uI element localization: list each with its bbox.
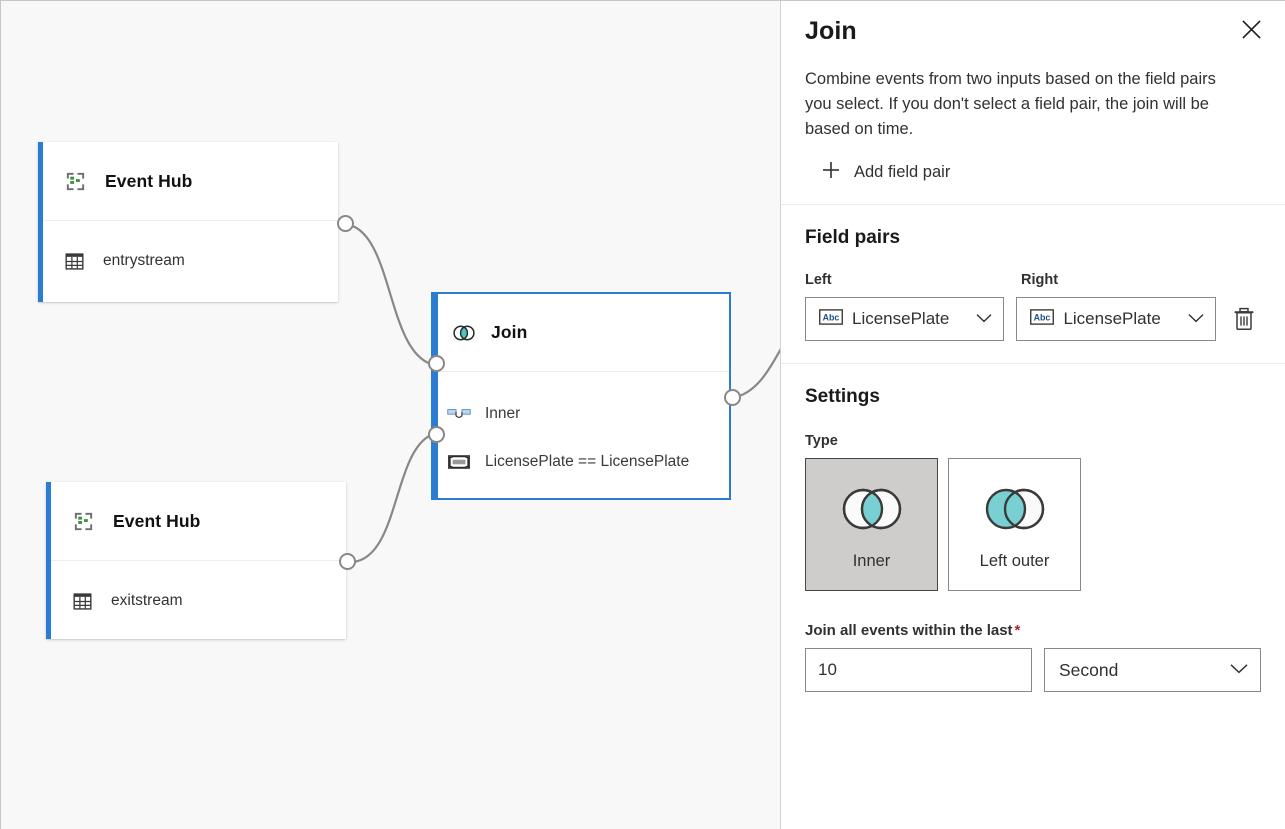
node-stream-row: entrystream [38,221,338,301]
settings-section: Settings Type Inner [781,364,1285,702]
node-field-pair-label: LicensePlate == LicensePlate [485,453,690,470]
node-divider [43,220,338,221]
panel-title: Join [805,17,857,45]
panel-header: Join Combine events from two inputs base… [781,1,1285,187]
field-pairs-heading: Field pairs [805,227,901,248]
trash-icon[interactable] [1228,302,1261,336]
svg-text:Abc: Abc [823,312,840,322]
node-accent-bar [38,142,43,302]
plus-icon [821,160,841,184]
abc-string-icon: Abc [819,308,843,330]
join-type-options: Inner Left outer [805,458,1261,591]
field-pairs-section: Field pairs Left Right Abc LicensePlate [781,205,1285,363]
venn-left-outer-icon [979,485,1051,538]
join-type-left-outer-label: Left outer [979,551,1050,570]
right-field-dropdown[interactable]: Abc LicensePlate [1016,297,1216,341]
input-handle-join-left-top[interactable] [428,355,445,372]
node-stream-label: entrystream [103,252,185,269]
join-type-left-outer-option[interactable]: Left outer [948,458,1081,591]
left-field-dropdown[interactable]: Abc LicensePlate [805,297,1005,341]
output-handle-exitstream[interactable] [339,553,356,570]
left-column-label: Left [805,272,832,288]
abc-string-icon: Abc [1030,308,1055,330]
field-pair-column-labels: Left Right [805,272,1261,288]
node-divider [51,560,346,561]
join-type-inner-label: Inner [852,551,891,570]
output-handle-entrystream[interactable] [337,215,354,232]
chevron-down-icon [1230,661,1248,679]
required-marker: * [1014,622,1021,639]
close-icon[interactable] [1233,11,1269,47]
chevron-down-icon [1188,310,1204,328]
join-window-unit-dropdown[interactable]: Second [1044,648,1261,692]
join-type-icon [447,407,471,421]
table-icon [64,251,85,272]
svg-text:Abc: Abc [1034,312,1051,322]
join-properties-panel: Join Combine events from two inputs base… [781,1,1285,829]
node-accent-bar [433,294,438,498]
panel-divider [781,363,1285,364]
field-pair-row: Abc LicensePlate Abc [805,297,1261,341]
panel-description: Combine events from two inputs based on … [805,70,1216,138]
right-column-label: Right [1021,272,1059,288]
node-header: Join [433,294,729,371]
right-field-value: LicensePlate [1063,309,1161,328]
node-event-hub-entrystream[interactable]: Event Hub entrystream [38,142,338,302]
settings-heading: Settings [805,386,880,407]
event-hub-icon [72,510,95,533]
node-stream-row: exitstream [46,561,346,641]
node-join-type-label: Inner [485,405,521,422]
node-title: Event Hub [113,510,201,531]
event-hub-icon [64,170,87,193]
node-stream-label: exitstream [111,592,183,609]
join-venn-icon [451,323,477,343]
join-window-row: Second [805,648,1261,692]
join-window-value-input[interactable] [805,648,1032,692]
node-header: Event Hub [46,482,346,560]
node-divider [438,371,729,372]
chevron-down-icon [976,310,992,328]
field-pair-icon [447,454,471,470]
node-join[interactable]: Join Inner [431,292,731,500]
join-type-inner-option[interactable]: Inner [805,458,938,591]
node-header: Event Hub [38,142,338,220]
left-field-value: LicensePlate [852,309,950,328]
input-handle-join-left-bottom[interactable] [428,426,445,443]
node-field-pair-row: LicensePlate == LicensePlate [433,438,729,486]
node-accent-bar [46,482,51,639]
add-field-pair-button[interactable]: Add field pair [805,157,956,187]
node-title: Event Hub [105,170,193,191]
node-join-type-row: Inner [433,390,729,438]
node-event-hub-exitstream[interactable]: Event Hub exitstream [46,482,346,639]
join-window-unit-value: Second [1059,659,1119,680]
join-window-label-text: Join all events within the last [805,622,1013,639]
type-label: Type [805,433,838,449]
output-handle-join[interactable] [724,389,741,406]
venn-inner-icon [836,485,908,538]
join-window-label: Join all events within the last* [805,622,1261,639]
panel-divider [781,204,1285,205]
pipeline-canvas[interactable]: Event Hub entrystream [1,1,781,829]
add-field-pair-label: Add field pair [854,162,951,181]
node-title: Join [491,322,528,342]
table-icon [72,591,93,612]
